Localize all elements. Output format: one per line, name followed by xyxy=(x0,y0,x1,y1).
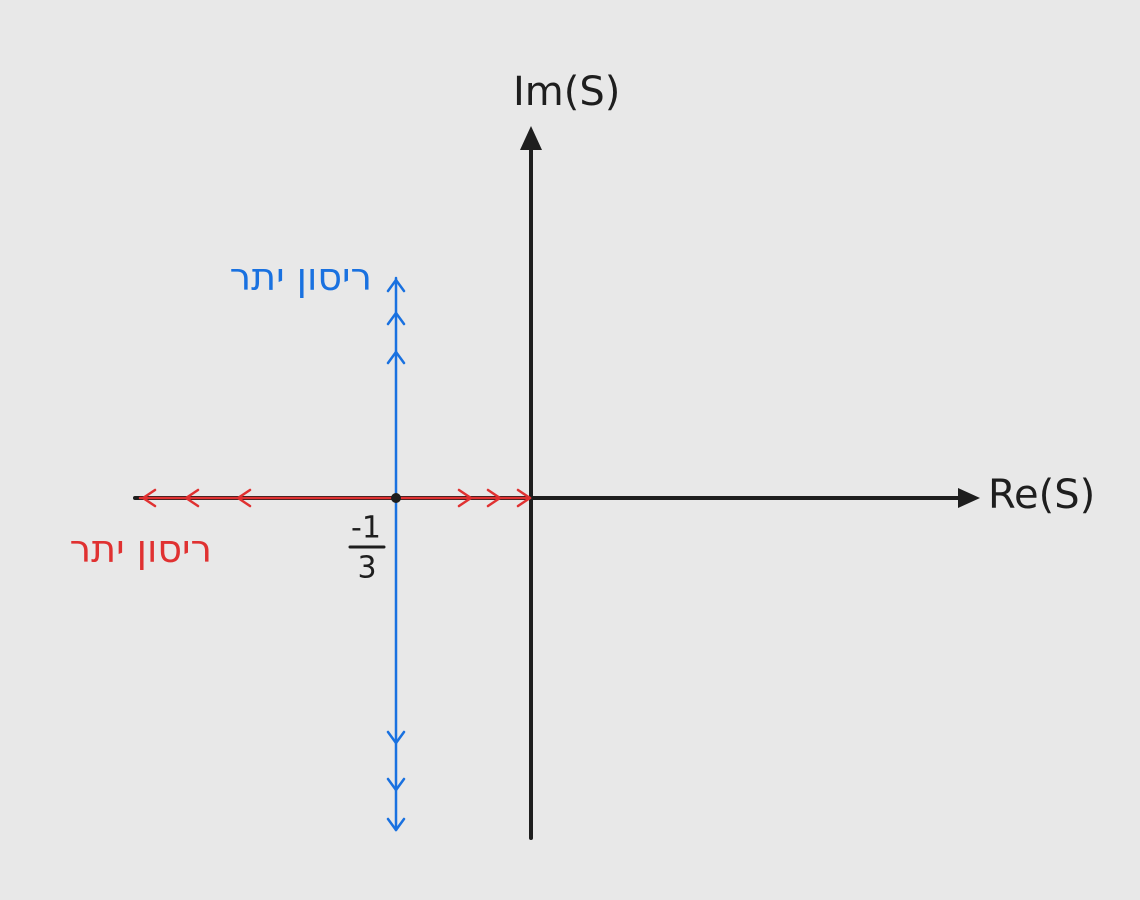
horizontal-path-label: ריסון יתר xyxy=(70,527,212,571)
up-arrow-chevron xyxy=(386,278,406,293)
horizontal-locus-arrows xyxy=(141,488,532,508)
up-arrow-chevron xyxy=(386,311,406,326)
down-arrow-chevron xyxy=(386,817,406,832)
down-arrow-chevron xyxy=(386,777,406,792)
imag-axis-arrowhead xyxy=(520,126,542,150)
up-arrow-chevron xyxy=(386,350,406,365)
real-axis-label: Re(S) xyxy=(988,472,1095,518)
left-arrow-chevron xyxy=(141,488,157,508)
left-arrow-chevron xyxy=(184,488,200,508)
down-arrow-chevron xyxy=(386,730,406,745)
right-arrow-chevron xyxy=(486,488,502,508)
break-point xyxy=(391,493,401,503)
point-numerator: -1 xyxy=(351,511,381,546)
right-arrow-chevron xyxy=(457,488,473,508)
right-arrow-chevron xyxy=(516,488,532,508)
imag-axis-label: Im(S) xyxy=(513,69,620,115)
left-arrow-chevron xyxy=(236,488,252,508)
real-axis-arrowhead xyxy=(958,488,980,508)
point-denominator: 3 xyxy=(357,551,376,586)
vertical-path-label: ריסון יתר xyxy=(230,255,372,299)
vertical-locus-arrows xyxy=(386,278,406,832)
